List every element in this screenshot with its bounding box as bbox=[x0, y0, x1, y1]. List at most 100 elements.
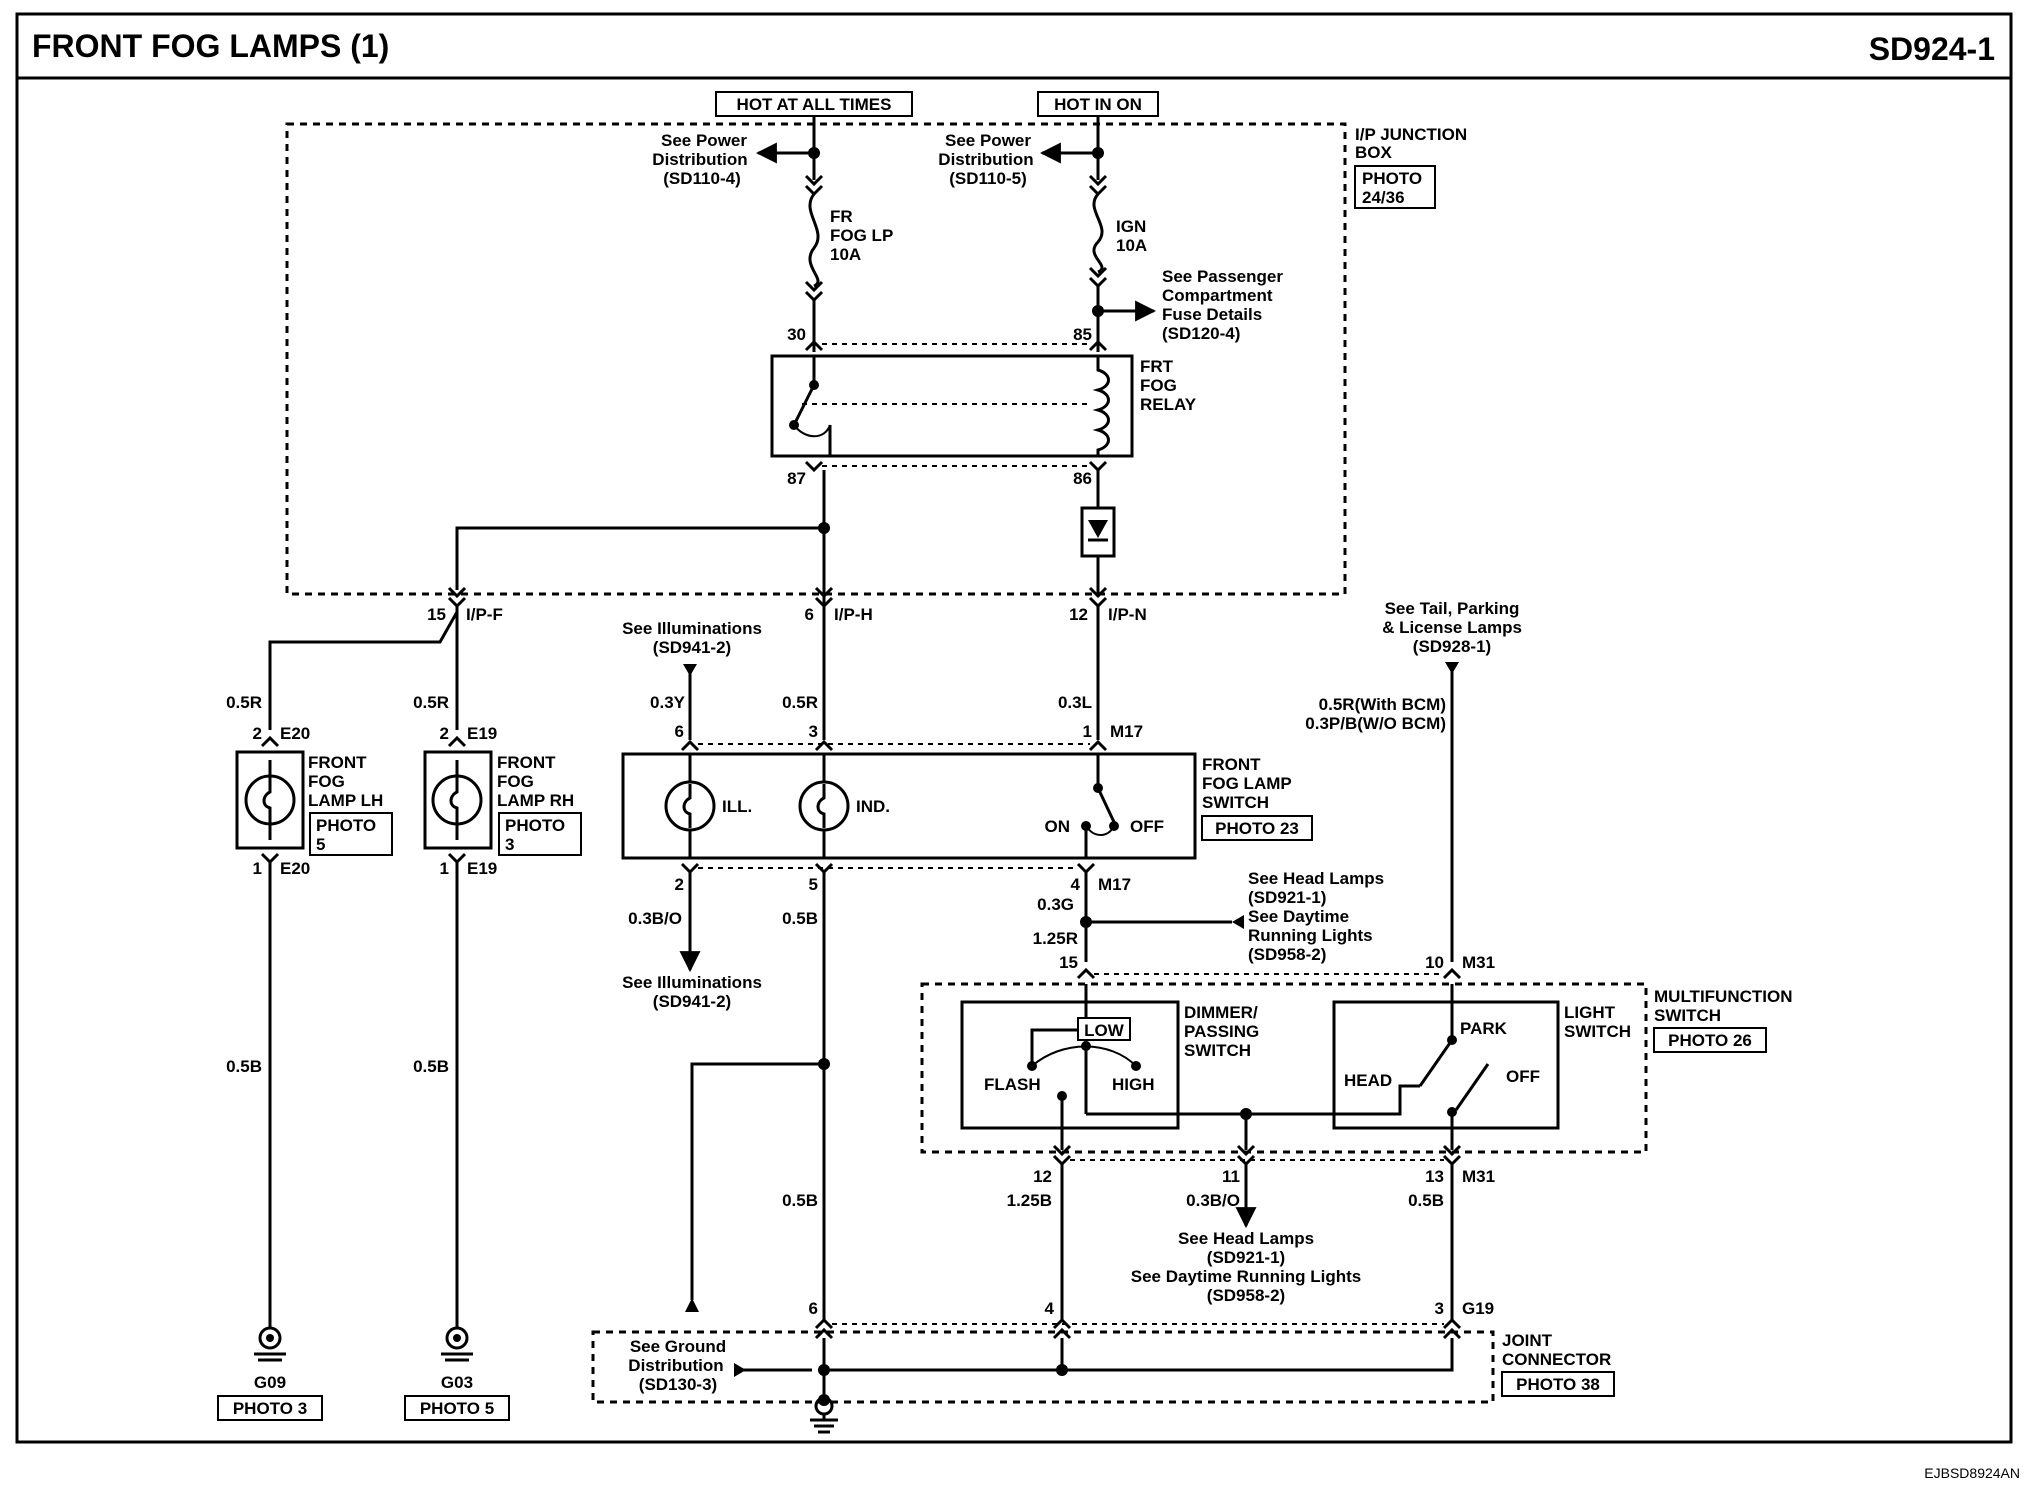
fog-switch-name: FRONT bbox=[1202, 755, 1261, 774]
joint-pin-6: 6 bbox=[809, 1299, 818, 1318]
connector-ipn-name: I/P-N bbox=[1108, 605, 1147, 624]
dimmer-low-frame bbox=[1077, 1017, 1131, 1041]
relay-coil-icon bbox=[1092, 356, 1110, 456]
multifunction-pin-11: 11 bbox=[1222, 1167, 1240, 1186]
fog-switch-pin-3: 3 bbox=[809, 722, 818, 741]
lamp-lh-top-conn: E20 bbox=[280, 724, 310, 743]
fog-switch-photo: PHOTO 23 bbox=[1215, 819, 1299, 838]
power-dist-a-ref: See Power bbox=[661, 131, 747, 150]
dimmer-flash-label: FLASH bbox=[984, 1075, 1041, 1094]
lamp-lh-name: FRONT bbox=[308, 753, 367, 772]
ground-g03-photo: PHOTO 5 bbox=[420, 1399, 494, 1418]
light-switch-name-2: SWITCH bbox=[1564, 1022, 1631, 1041]
power-dist-b-ref: See Power bbox=[945, 131, 1031, 150]
fuse-fr-fog-label-2: FOG LP bbox=[830, 226, 893, 245]
fog-switch-top-conn: M17 bbox=[1110, 722, 1143, 741]
head-drl-bottom-ref-4: (SD958-2) bbox=[1207, 1286, 1285, 1305]
ind-bulb-icon bbox=[798, 780, 850, 832]
multifunction-name-2: SWITCH bbox=[1654, 1006, 1721, 1025]
head-drl-bottom-ref: See Head Lamps bbox=[1178, 1229, 1314, 1248]
joint-wire-6: 0.5B bbox=[782, 1191, 818, 1210]
lamp-rh-photo-number: 3 bbox=[505, 835, 514, 854]
light-park-label: PARK bbox=[1460, 1019, 1508, 1038]
passenger-fuse-ref: See Passenger bbox=[1162, 267, 1283, 286]
multifunction-pin-12: 12 bbox=[1033, 1167, 1052, 1186]
ground-g03-icon bbox=[445, 1326, 469, 1350]
fog-switch-photo-frame bbox=[1201, 815, 1313, 841]
lamp-lh-name-3: LAMP LH bbox=[308, 791, 383, 810]
fog-switch-wire-3: 0.5R bbox=[782, 693, 818, 712]
ground-dist-ref-2: Distribution bbox=[628, 1356, 723, 1375]
ip-junction-box bbox=[285, 122, 1347, 596]
fuse-ign-label: IGN bbox=[1116, 217, 1146, 236]
fog-switch-on-label: ON bbox=[1045, 817, 1071, 836]
power-dist-b-ref-2: Distribution bbox=[938, 150, 1033, 169]
lamp-rh-name: FRONT bbox=[497, 753, 556, 772]
light-switch bbox=[1332, 1000, 1560, 1130]
fog-switch-off-label: OFF bbox=[1130, 817, 1164, 836]
illum-top-ref-2: (SD941-2) bbox=[653, 638, 731, 657]
fog-switch-name-3: SWITCH bbox=[1202, 793, 1269, 812]
fog-switch-pin-1: 1 bbox=[1083, 722, 1092, 741]
lamp-rh-bottom-pin: 1 bbox=[440, 859, 449, 878]
relay-name: FRT bbox=[1140, 357, 1174, 376]
head-drl-top-ref-5: (SD958-2) bbox=[1248, 945, 1326, 964]
fog-switch-pin-4: 4 bbox=[1071, 875, 1081, 894]
lamp-rh-bottom-conn: E19 bbox=[467, 859, 497, 878]
lamp-lh-name-2: FOG bbox=[308, 772, 345, 791]
multifunction-pin-10: 10 bbox=[1425, 953, 1444, 972]
fog-switch-wire-5: 0.5B bbox=[782, 909, 818, 928]
lamp-lh-wire-top: 0.5R bbox=[226, 693, 262, 712]
light-switch-contact-icon bbox=[1418, 1039, 1454, 1087]
joint-connector bbox=[591, 1330, 1495, 1404]
multifunction-wire-10b: 0.3P/B(W/O BCM) bbox=[1305, 714, 1446, 733]
lamp-rh-name-2: FOG bbox=[497, 772, 534, 791]
hot-at-all-times-frame bbox=[715, 91, 913, 117]
page-code: SD924-1 bbox=[1869, 31, 1995, 67]
lamp-lh-photo-frame bbox=[309, 812, 393, 856]
joint-connector-name-2: CONNECTOR bbox=[1502, 1350, 1611, 1369]
front-fog-lamp-switch bbox=[621, 752, 1197, 860]
multifunction-wire-15: 1.25R bbox=[1033, 929, 1078, 948]
head-drl-top-ref: See Head Lamps bbox=[1248, 869, 1384, 888]
head-drl-bottom-ref-2: (SD921-1) bbox=[1207, 1248, 1285, 1267]
lamp-lh-wire-bottom: 0.5B bbox=[226, 1057, 262, 1076]
ground-g09-label: G09 bbox=[254, 1373, 286, 1392]
tail-parking-ref-3: (SD928-1) bbox=[1413, 637, 1491, 656]
relay-name-2: FOG bbox=[1140, 376, 1177, 395]
power-dist-b-ref-3: (SD110-5) bbox=[949, 169, 1026, 188]
lamp-rh-photo-frame bbox=[498, 812, 582, 856]
fog-switch-wire-6: 0.3Y bbox=[650, 693, 686, 712]
fuse-fr-fog-rating: 10A bbox=[830, 245, 861, 264]
multifunction-name: MULTIFUNCTION bbox=[1654, 987, 1793, 1006]
ind-label: IND. bbox=[856, 797, 890, 816]
multifunction-switch bbox=[920, 982, 1648, 1154]
joint-connector-photo: PHOTO 38 bbox=[1516, 1375, 1600, 1394]
joint-connector-name: JOINT bbox=[1502, 1331, 1553, 1350]
ground-g09-icon bbox=[258, 1326, 282, 1350]
hot-at-all-times-label: HOT AT ALL TIMES bbox=[737, 95, 892, 114]
joint-pin-4: 4 bbox=[1045, 1299, 1055, 1318]
dimmer-name-2: PASSING bbox=[1184, 1022, 1259, 1041]
ill-bulb-icon bbox=[664, 780, 716, 832]
lamp-rh-wire-top: 0.5R bbox=[413, 693, 449, 712]
relay-pin-85: 85 bbox=[1073, 325, 1092, 344]
connector-iph-pin: 6 bbox=[805, 605, 814, 624]
connector-iph-name: I/P-H bbox=[834, 605, 873, 624]
fog-switch-name-2: FOG LAMP bbox=[1202, 774, 1292, 793]
ground-g03-label: G03 bbox=[441, 1373, 473, 1392]
joint-connector-photo-frame bbox=[1501, 1371, 1615, 1397]
ground-dist-ref: See Ground bbox=[630, 1337, 726, 1356]
illum-bottom-ref: See Illuminations bbox=[622, 973, 762, 992]
connector-ipf-pin: 15 bbox=[427, 605, 446, 624]
ground-dist-ref-3: (SD130-3) bbox=[639, 1375, 717, 1394]
head-drl-top-ref-2: (SD921-1) bbox=[1248, 888, 1326, 907]
fog-switch-bottom-conn: M17 bbox=[1098, 875, 1131, 894]
head-drl-top-ref-3: See Daytime bbox=[1248, 907, 1349, 926]
fog-switch-pin-5: 5 bbox=[809, 875, 818, 894]
relay-pin-30: 30 bbox=[787, 325, 806, 344]
fog-switch-pin-6: 6 bbox=[675, 722, 684, 741]
relay-pin-86: 86 bbox=[1073, 469, 1092, 488]
passenger-fuse-ref-4: (SD120-4) bbox=[1162, 324, 1240, 343]
multifunction-wire-11: 0.3B/O bbox=[1186, 1191, 1240, 1210]
